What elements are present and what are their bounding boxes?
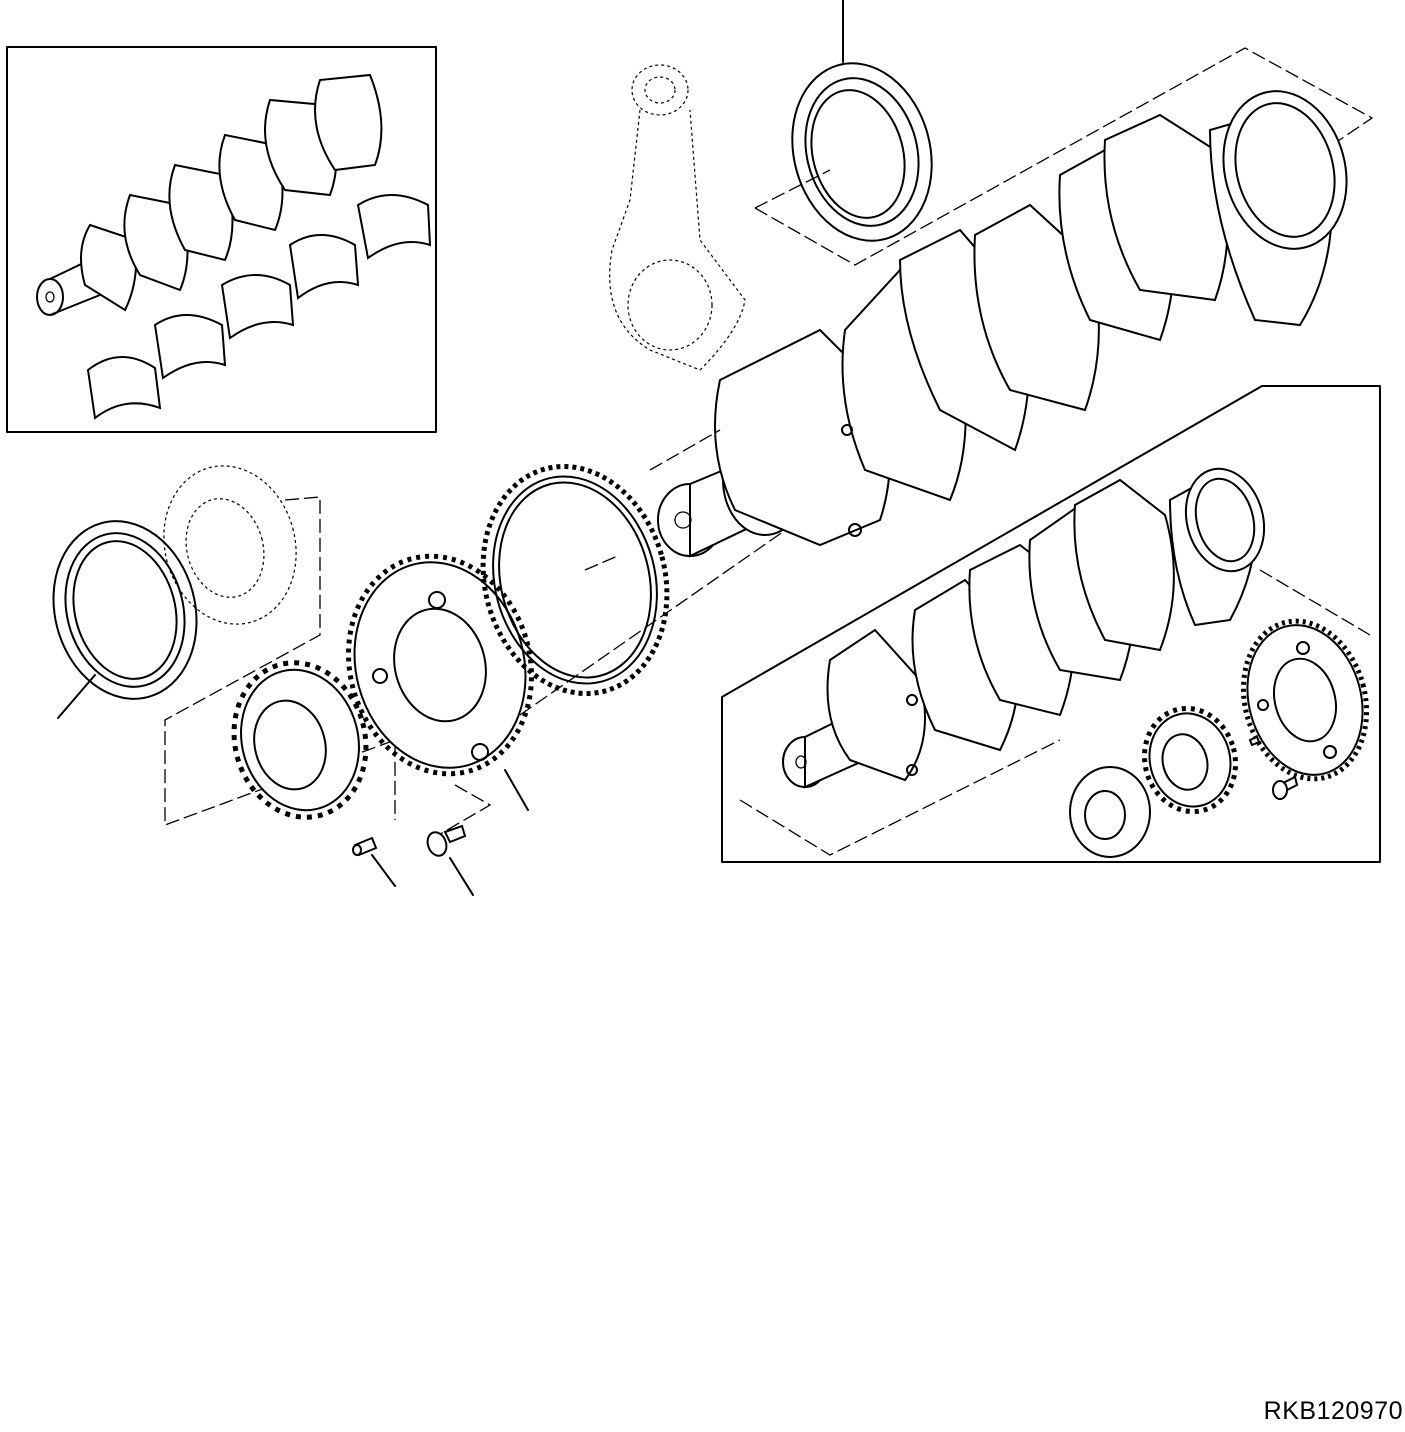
bearing-inset-panel [6,46,437,433]
oil-seal-icon [52,520,198,700]
connecting-rod-icon [609,64,746,371]
timing-gear [231,660,369,820]
rear-oil-seal [754,0,1374,266]
crank-spacer-ghost [163,465,396,826]
flange-bolt [426,824,474,896]
main-crankshaft [649,90,1348,558]
ring-gear [480,464,801,716]
bolt-icon [1272,775,1299,800]
front-oil-seal [52,520,198,719]
connecting-rod-ghost [609,64,746,371]
crankshaft-icon [36,73,383,316]
crankshaft-icon [657,90,1348,558]
bolt-icon [426,824,467,857]
gear-icon [1141,705,1239,815]
pin-icon [1248,735,1261,747]
crank-spacer-icon [1069,766,1151,858]
ring-gear-icon [480,464,670,696]
tone-wheel-icon [1240,618,1370,782]
dowel-pin [352,836,396,887]
oil-seal-icon [791,62,933,242]
tone-wheel-icon [346,553,534,777]
tone-wheel [346,553,534,841]
drawing-code: RKB120970 [1263,1397,1403,1425]
gear-icon [231,660,369,820]
bearing-shell-icon [86,194,432,420]
assembly-inset-panel [721,385,1381,863]
crankshaft-icon [782,467,1266,789]
pin-icon [352,836,378,857]
